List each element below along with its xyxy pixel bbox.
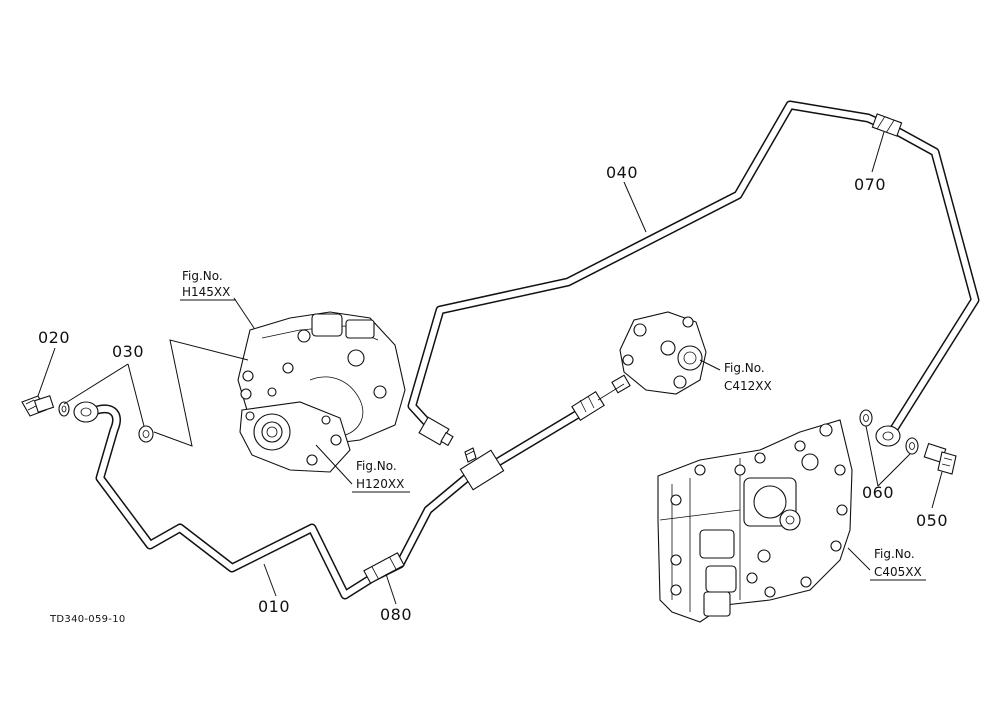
figref-c405-title: Fig.No. (874, 547, 915, 561)
label-070: 070 (854, 175, 886, 194)
component-c412 (597, 311, 707, 401)
leader-020 (37, 347, 56, 397)
hydraulic-pump-h120 (239, 401, 351, 473)
leader-080 (385, 573, 397, 605)
washer-030-a[interactable] (58, 401, 70, 417)
leader-030-b (127, 363, 145, 427)
banjo-eye-right[interactable] (875, 425, 901, 447)
leader-c405 (847, 547, 871, 571)
leader-h145 (233, 297, 255, 329)
figref-h145-title: Fig.No. (182, 269, 223, 283)
leader-060 (865, 425, 879, 487)
banjo-bolt-050[interactable] (923, 442, 957, 475)
washer-030-b[interactable] (138, 425, 154, 443)
drawing-code: TD340-059-10 (49, 614, 126, 625)
leader-010 (263, 563, 277, 597)
washer-060-b[interactable] (905, 437, 919, 455)
leader-h145-lower (153, 339, 249, 447)
figref-h145[interactable]: Fig.No. H145XX (180, 269, 236, 301)
leader-h120 (315, 444, 353, 485)
sleeve-080[interactable] (363, 552, 405, 584)
figref-c405[interactable]: Fig.No. C405XX (870, 547, 926, 581)
leader-030 (63, 363, 129, 405)
leader-c412 (699, 359, 721, 371)
pipe-040[interactable] (407, 100, 900, 433)
pipe-010[interactable] (87, 404, 475, 600)
label-030: 030 (112, 342, 144, 361)
banjo-eye-left[interactable] (73, 401, 99, 423)
figref-c405-code: C405XX (874, 565, 922, 579)
washer-060-a[interactable] (859, 409, 873, 427)
figref-h120[interactable]: Fig.No. H120XX (352, 459, 410, 493)
leader-050 (931, 471, 943, 509)
sleeve-070[interactable] (871, 113, 903, 137)
valve-block-c405 (657, 419, 853, 623)
nut-040-end[interactable] (418, 416, 454, 447)
label-080: 080 (380, 605, 412, 624)
label-060: 060 (862, 483, 894, 502)
leader-060-b (877, 453, 911, 487)
figref-c412-code: C412XX (724, 379, 772, 393)
tee-fitting[interactable] (459, 447, 505, 491)
figref-c412-title: Fig.No. (724, 361, 765, 375)
label-010: 010 (258, 597, 290, 616)
pipe-tee-branch[interactable] (483, 403, 593, 473)
pipe-right[interactable] (887, 125, 980, 437)
label-050: 050 (916, 511, 948, 530)
figref-h145-code: H145XX (182, 285, 230, 299)
figref-h120-title: Fig.No. (356, 459, 397, 473)
leader-070 (871, 131, 885, 173)
figref-c412[interactable]: Fig.No. C412XX (724, 361, 772, 393)
label-040: 040 (606, 163, 638, 182)
label-020: 020 (38, 328, 70, 347)
leader-040 (623, 181, 647, 233)
figref-h120-code: H120XX (356, 477, 404, 491)
banjo-bolt-020[interactable] (21, 395, 55, 417)
